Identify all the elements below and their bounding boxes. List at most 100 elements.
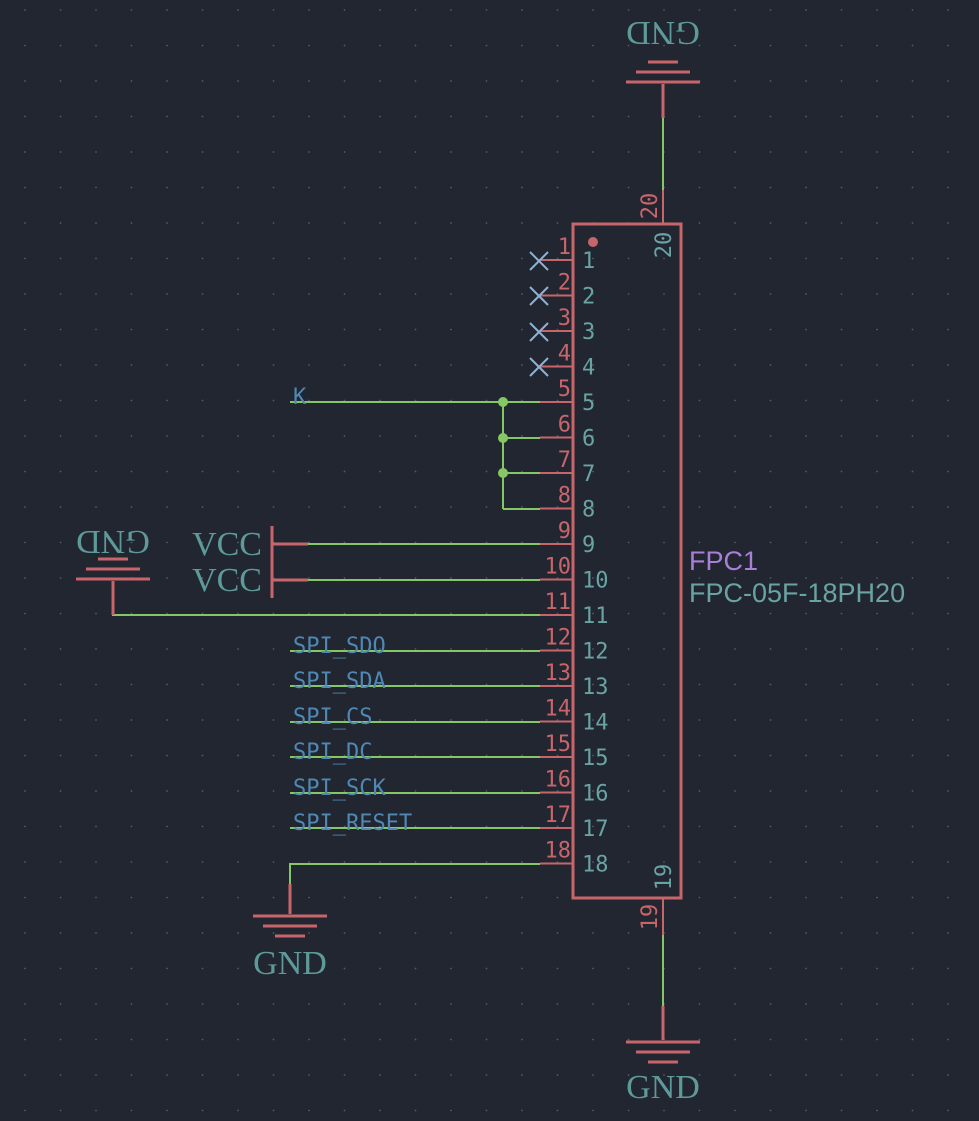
grid-dot <box>947 825 949 828</box>
grid-dot <box>769 9 772 11</box>
net-label-spi-sck[interactable]: SPI_SCK <box>293 776 386 801</box>
pin-7-number: 7 <box>558 448 571 473</box>
gnd-label-top: GND <box>626 14 700 51</box>
net-label-spi-sda[interactable]: SPI_SDA <box>293 669 386 694</box>
grid-dot <box>556 577 559 579</box>
grid-dot <box>485 1003 488 1005</box>
grid-dot <box>698 151 701 153</box>
pin-12-number: 12 <box>545 626 572 651</box>
grid-dot <box>876 328 878 331</box>
grid-dot <box>237 1074 239 1076</box>
grid-dot <box>556 861 559 863</box>
net-label-spi-sdo[interactable]: SPI_SDO <box>293 634 386 659</box>
power-symbols[interactable]: GND GND GND GND <box>76 14 700 1106</box>
grid-dot <box>59 435 62 437</box>
grid-dot <box>272 612 275 615</box>
grid-dot <box>130 932 133 934</box>
vcc-symbol[interactable] <box>270 526 308 598</box>
grid-dot <box>485 257 488 260</box>
grid-dot <box>130 435 133 437</box>
gnd-label-bottom: GND <box>626 1069 700 1106</box>
grid-dot <box>769 44 772 47</box>
grid-dot <box>130 470 133 473</box>
grid-dot <box>805 612 807 615</box>
grid-dot <box>59 577 62 579</box>
grid-dot <box>237 719 239 721</box>
grid-dot <box>485 399 488 402</box>
grid-dot <box>24 44 26 47</box>
grid-dot <box>556 151 559 153</box>
grid-dot <box>663 577 665 579</box>
gnd-symbol-top[interactable] <box>626 60 700 118</box>
grid-dot <box>201 364 204 366</box>
grid-dot <box>947 861 949 863</box>
grid-dot <box>556 683 559 686</box>
grid-dot <box>308 9 310 11</box>
grid-dot <box>379 257 381 260</box>
grid-dot <box>485 151 488 153</box>
gnd-symbol-pin18[interactable] <box>253 884 327 938</box>
grid-dot <box>24 648 26 650</box>
grid-dot <box>272 932 275 934</box>
gnd-symbol-bottom[interactable] <box>626 1006 700 1064</box>
grid-dot <box>130 967 133 970</box>
grid-dot <box>734 1038 736 1041</box>
grid-dot <box>521 612 523 615</box>
fpc1-component[interactable]: 1122334455667788991010111112121313141415… <box>540 190 905 935</box>
grid-dot <box>272 399 275 402</box>
grid-dot <box>485 577 488 579</box>
grid-dot <box>698 648 701 650</box>
grid-dot <box>876 754 878 757</box>
grid-dot <box>663 790 665 792</box>
grid-dot <box>95 151 97 153</box>
net-label-k[interactable]: K <box>293 385 307 410</box>
grid-dot <box>805 222 807 224</box>
grid-dot <box>840 399 843 402</box>
grid-dot <box>876 1109 878 1112</box>
grid-dot <box>166 790 168 792</box>
grid-dot <box>379 825 381 828</box>
grid-dot <box>556 541 559 544</box>
grid-dot <box>379 222 381 224</box>
grid-dot <box>272 1038 275 1041</box>
grid-dot <box>627 115 630 118</box>
grid-dot <box>840 754 843 757</box>
grid-dot <box>521 1003 523 1005</box>
grid-dot <box>663 293 665 295</box>
grid-dot <box>450 541 452 544</box>
grid-dot <box>840 683 843 686</box>
grid-dot <box>805 790 807 792</box>
grid-dot <box>166 612 168 615</box>
grid-dot <box>343 754 346 757</box>
grid-dot <box>911 719 914 721</box>
grid-dot <box>450 222 452 224</box>
grid-dot <box>840 896 843 899</box>
grid-dot <box>308 967 310 970</box>
grid-dot <box>201 541 204 544</box>
grid-dot <box>343 506 346 508</box>
grid-dot <box>24 115 26 118</box>
grid-dot <box>485 328 488 331</box>
grid-dot <box>379 1003 381 1005</box>
grid-dot <box>201 754 204 757</box>
net-label-spi-reset[interactable]: SPI_RESET <box>293 811 412 836</box>
grid-dot <box>308 1038 310 1041</box>
net-label-spi-dc[interactable]: SPI_DC <box>293 740 372 765</box>
grid-dot <box>95 80 97 82</box>
grid-dot <box>450 683 452 686</box>
gnd-symbol-left[interactable] <box>76 557 150 615</box>
grid-dot <box>769 719 772 721</box>
grid-dot <box>769 364 772 366</box>
grid-dot <box>734 825 736 828</box>
grid-dot <box>237 364 239 366</box>
grid-dot <box>840 186 843 189</box>
grid-dot <box>95 541 97 544</box>
grid-dot <box>521 115 523 118</box>
pin-8-name: 8 <box>582 498 595 523</box>
net-label-spi-cs[interactable]: SPI_CS <box>293 705 372 730</box>
grid-dot <box>130 222 133 224</box>
grid-dot <box>521 364 523 366</box>
grid-dot <box>734 115 736 118</box>
